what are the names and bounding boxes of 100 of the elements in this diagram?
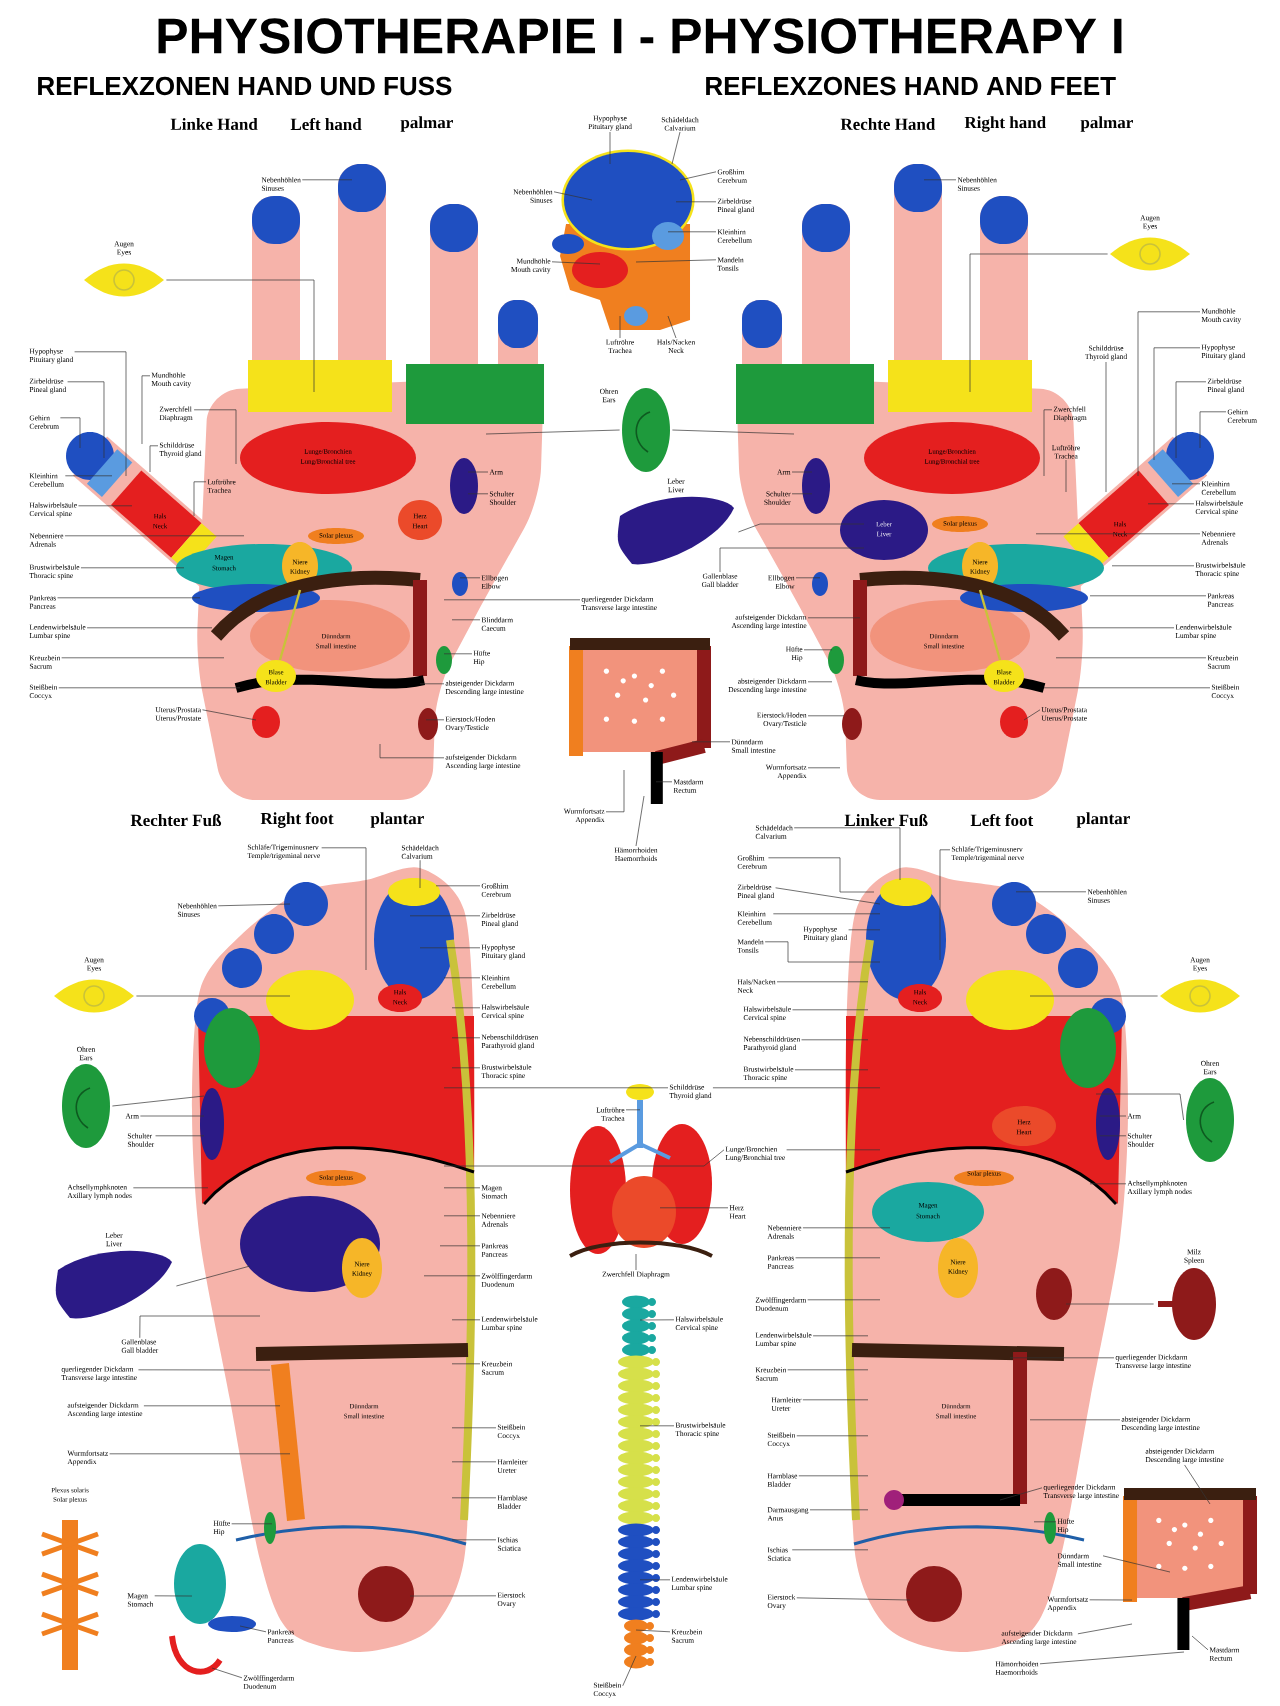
leader-line [635, 259, 717, 263]
section-heading: plantar [370, 812, 424, 828]
leader-line [605, 769, 625, 813]
leader-line [1065, 459, 1067, 493]
leader-line [57, 597, 201, 599]
leader-line [155, 1135, 205, 1137]
leader-line [139, 1315, 261, 1339]
leader-line [64, 535, 245, 537]
leader-line [143, 1405, 281, 1407]
leader-line [1111, 565, 1195, 567]
leader-line [639, 1319, 675, 1321]
leader-line [80, 567, 185, 569]
section-heading: Right foot [260, 812, 334, 828]
leader-line [140, 1115, 205, 1117]
leader-line [1099, 1135, 1127, 1137]
leader-line [419, 947, 481, 949]
leader-line [425, 719, 445, 721]
leader-line [154, 1595, 193, 1597]
leader-line [1023, 709, 1041, 721]
leader-line [451, 1067, 481, 1069]
leader-line [1175, 381, 1207, 459]
leader-line [812, 1335, 869, 1337]
leader-line [1029, 995, 1158, 997]
leader-line [443, 653, 473, 655]
leader-line [1089, 1183, 1127, 1185]
leader-line [802, 1399, 869, 1401]
leader-line [1043, 409, 1053, 477]
leader-line [419, 683, 445, 685]
leader-line [451, 619, 481, 621]
leader-line [109, 1453, 291, 1455]
section-heading: Rechte Hand [840, 118, 936, 130]
leader-line [467, 493, 489, 495]
leader-line [553, 191, 593, 201]
leader-line [1055, 657, 1207, 659]
leader-line [1191, 1635, 1209, 1651]
leader-line [635, 1253, 637, 1271]
leader-line [239, 1625, 267, 1633]
leader-line [459, 577, 481, 579]
leader-line [435, 885, 481, 887]
lungs-drawing [569, 1084, 713, 1258]
leader-line [719, 547, 865, 573]
leader-line [231, 1523, 273, 1525]
leader-line [379, 743, 445, 759]
leader-line [764, 941, 881, 963]
leader-line [451, 1427, 497, 1429]
leader-line [443, 977, 481, 979]
leader-line [136, 995, 291, 997]
leader-line [792, 1009, 869, 1011]
leader-line [635, 1629, 671, 1633]
section-heading: Linker Fuß [844, 813, 928, 827]
leader-line [451, 1319, 481, 1321]
leader-line [211, 1667, 243, 1679]
leader-line [141, 375, 151, 445]
leader-line [451, 1497, 497, 1499]
leader-line [807, 715, 845, 717]
leader-line [193, 409, 237, 465]
leader-line [138, 1369, 271, 1371]
leader-line [1077, 1623, 1133, 1635]
leader-line [1029, 1419, 1121, 1421]
leader-line [451, 1363, 481, 1365]
leader-line [691, 741, 731, 743]
leader-line [193, 481, 207, 517]
leader-line [467, 471, 489, 473]
leader-line [1089, 595, 1207, 597]
leader-line [67, 381, 105, 459]
section-heading: palmar [1080, 116, 1133, 132]
leader-line [803, 649, 833, 651]
leader-line [667, 315, 677, 339]
leader-line [675, 201, 717, 203]
leader-line [1039, 1651, 1185, 1665]
leader-line [1095, 1093, 1184, 1121]
leader-line [1043, 687, 1211, 689]
leader-line [802, 1227, 891, 1229]
leader-line [61, 657, 225, 659]
leader-line [443, 1149, 725, 1167]
leader-line [74, 351, 127, 477]
leader-line [1033, 1521, 1057, 1523]
leader-line [202, 709, 257, 721]
section-heading: Left hand [290, 117, 362, 131]
leader-line [923, 179, 957, 181]
title: PHYSIOTHERAPIE I - PHYSIOTHERAPY I [158, 18, 1122, 54]
leader-line [999, 1487, 1043, 1501]
leader-line [443, 599, 581, 601]
leader-line [1089, 1599, 1133, 1601]
leader-line [809, 1509, 869, 1511]
leader-line [738, 523, 865, 533]
leader-line [639, 1579, 671, 1581]
section-heading: Left foot [970, 813, 1034, 827]
leader-line [423, 1275, 481, 1277]
leader-line [176, 1265, 251, 1287]
leader-line [451, 1037, 481, 1039]
stomach-drawing [169, 1544, 256, 1675]
leader-line [791, 493, 813, 495]
leader-line [1035, 533, 1201, 535]
section-heading: Rechter Fuß [130, 813, 222, 827]
leader-line [712, 1087, 881, 1089]
leader-line [796, 1435, 869, 1437]
leader-line [609, 131, 611, 165]
leader-line [791, 1549, 869, 1551]
leader-line [672, 429, 795, 435]
